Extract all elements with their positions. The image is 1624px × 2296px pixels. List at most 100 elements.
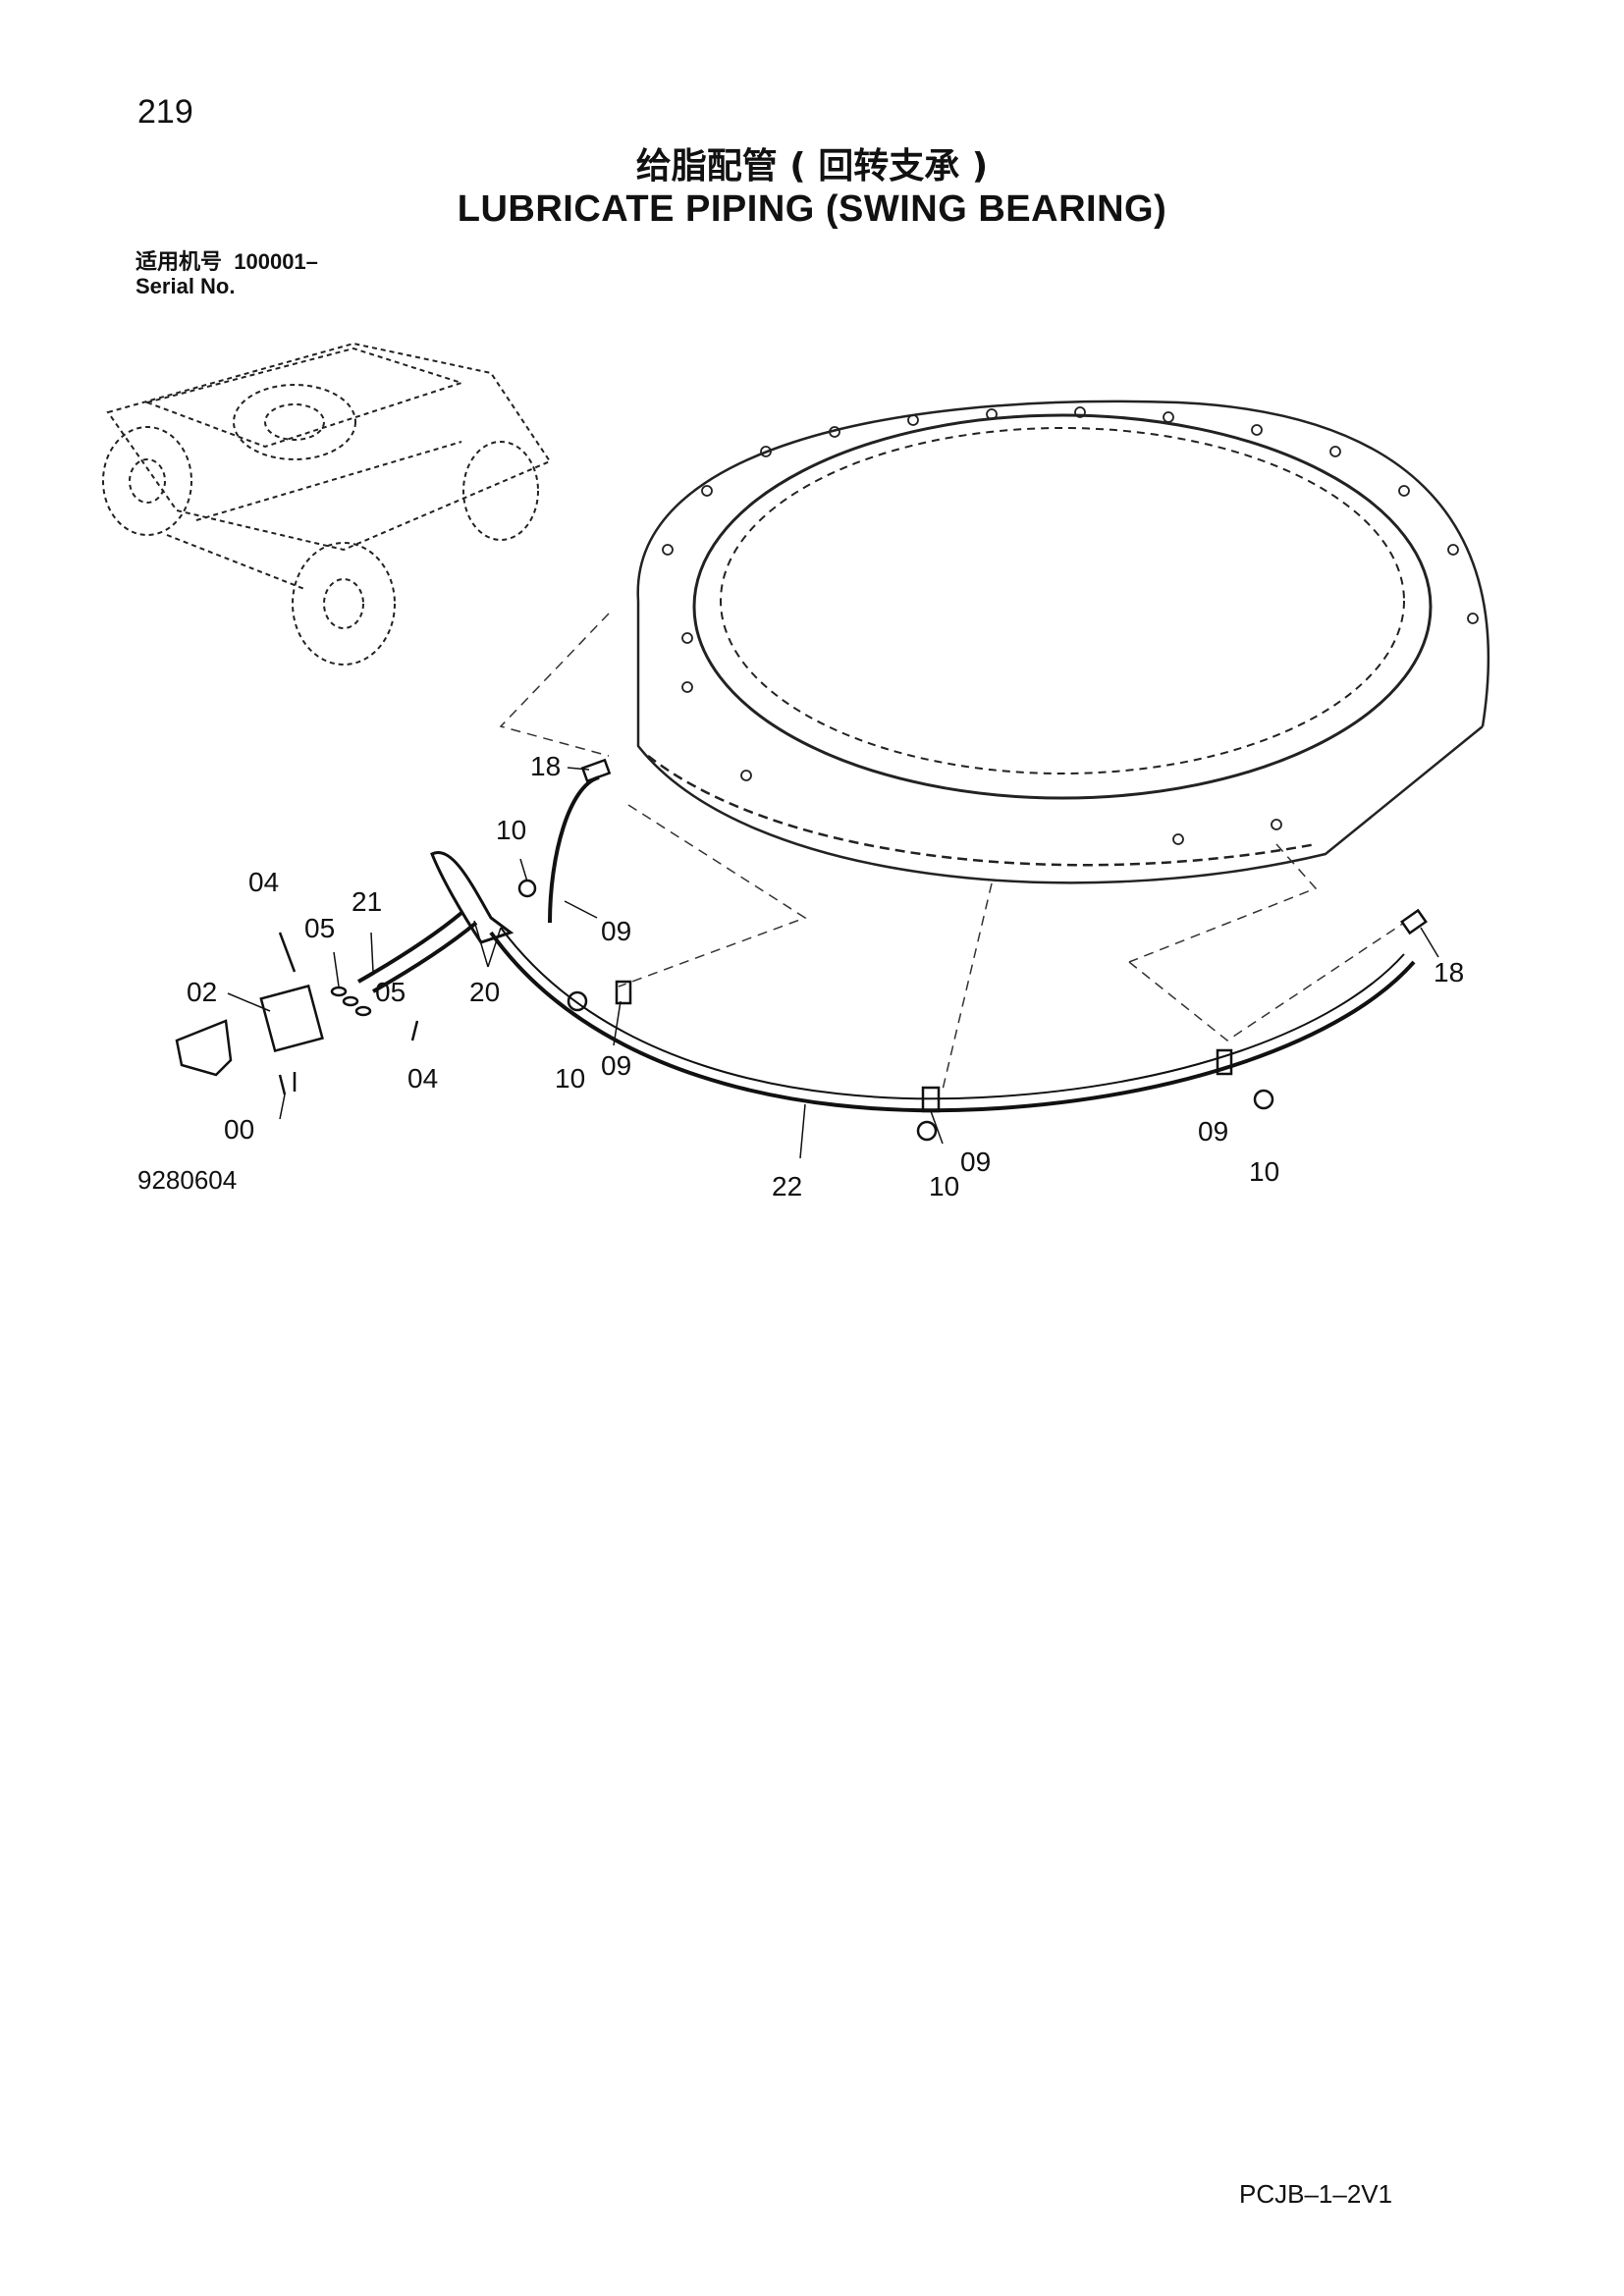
- guide-left-wedge: [499, 613, 610, 757]
- bolt-10-a: [517, 879, 537, 898]
- fittings: [175, 758, 1428, 1142]
- bracket-02: [259, 984, 324, 1053]
- guide-right-wedge: [1128, 843, 1318, 963]
- bolt-hole: [1074, 406, 1086, 418]
- overview-beam: [166, 534, 305, 590]
- guide-center-drop: [942, 882, 993, 1091]
- bolt-hole: [1163, 411, 1174, 423]
- guide-lines: [499, 613, 1405, 1091]
- callout-22: 22: [772, 1171, 802, 1201]
- callout-00: 00: [224, 1114, 254, 1145]
- callout-05-lower: 05: [375, 977, 406, 1007]
- callout-21: 21: [352, 886, 382, 917]
- fitting-18-right: [1400, 908, 1428, 935]
- page-number: 219: [137, 93, 193, 131]
- overview-wheel-front: [292, 542, 396, 666]
- manifold-block: [430, 850, 514, 944]
- serial-label-en: Serial No.: [135, 274, 236, 298]
- bolt-04-a: [278, 932, 297, 973]
- serial-line-cn: 适用机号 100001–: [135, 250, 318, 275]
- callout-05-upper: 05: [304, 913, 335, 943]
- serial-block: 适用机号 100001– Serial No.: [135, 250, 318, 298]
- hose-21-a: [357, 911, 463, 984]
- callout-09-right: 09: [1198, 1116, 1228, 1147]
- callout-04-left: 04: [248, 867, 279, 897]
- overview-deck: [143, 347, 465, 449]
- bolt-hole: [760, 446, 772, 457]
- machine-overview-sketch: [102, 342, 552, 666]
- callout-18-right: 18: [1434, 957, 1464, 988]
- ring-outer-bottom-edge: [636, 601, 1484, 884]
- washer-05-c: [354, 1005, 372, 1017]
- callout-10-upper: 10: [496, 815, 526, 845]
- leader-20b: [487, 927, 502, 968]
- bolt-hole: [1447, 544, 1459, 556]
- bolt-hole: [681, 681, 693, 693]
- leader-02: [227, 992, 271, 1012]
- bolt-hole: [829, 426, 840, 438]
- guide-lower-right: [1128, 922, 1405, 1041]
- overview-wheel-left: [102, 426, 192, 536]
- bolt-04-b: [410, 1020, 419, 1041]
- leader-21: [370, 932, 374, 973]
- bracket-plate-02: [175, 1019, 233, 1077]
- hose-main-22-inner: [500, 927, 1405, 1100]
- overview-swing-ring-inner: [264, 403, 325, 441]
- bolt-10-c: [916, 1120, 938, 1142]
- ring-inner-bore-lip: [720, 427, 1405, 774]
- overview-wheel-front-hub: [323, 578, 364, 629]
- leader-10a: [519, 858, 528, 882]
- bolt-10-b: [567, 990, 588, 1012]
- guide-lower-left: [618, 804, 807, 988]
- document-code: PCJB–1–2V1: [1239, 2179, 1393, 2209]
- overview-axle: [195, 441, 462, 521]
- serial-label-cn: 适用机号: [135, 250, 223, 275]
- callout-10-right: 10: [1249, 1156, 1279, 1187]
- leader-09b: [613, 1000, 622, 1046]
- bolt-hole: [662, 544, 674, 556]
- leader-09c: [930, 1110, 944, 1145]
- callout-04-lower: 04: [407, 1063, 438, 1094]
- bolt-00: [278, 1072, 297, 1095]
- callout-20: 20: [469, 977, 500, 1007]
- leader-20a: [473, 920, 489, 968]
- bolt-hole: [681, 632, 693, 644]
- bolt-hole: [1172, 833, 1184, 845]
- bolt-hole: [1329, 446, 1341, 457]
- leader-09a: [564, 900, 598, 919]
- leader-22: [799, 1103, 806, 1159]
- leader-18a: [567, 767, 590, 771]
- hose-main-22: [489, 931, 1416, 1113]
- bolt-hole: [1398, 485, 1410, 497]
- leader-lines: [227, 767, 1439, 1159]
- bolt-hole: [986, 408, 998, 420]
- washer-05-b: [342, 995, 359, 1007]
- hose-upper: [548, 775, 600, 924]
- title-chinese: 给脂配管 ( 回转支承 ): [635, 146, 989, 187]
- ring-lower-face: [647, 755, 1317, 867]
- callout-09-left: 09: [601, 1050, 631, 1081]
- overview-swing-ring: [233, 384, 356, 460]
- ring-inner-bore: [692, 413, 1433, 800]
- callout-18-upper: 18: [530, 751, 561, 781]
- overview-wheel-right: [462, 441, 539, 541]
- clamp-09-c: [1216, 1048, 1233, 1076]
- callout-02: 02: [187, 977, 217, 1007]
- lube-hoses: [357, 775, 1416, 1113]
- fitting-18-upper: [580, 758, 612, 783]
- serial-value: 100001–: [234, 249, 318, 274]
- callout-09-center: 09: [960, 1147, 991, 1177]
- leader-18b: [1420, 927, 1439, 958]
- callout-09-upper: 09: [601, 916, 631, 946]
- ring-bolt-holes: [662, 406, 1479, 845]
- swing-bearing-ring: [636, 400, 1490, 884]
- callout-10-center: 10: [929, 1171, 959, 1201]
- leader-00: [279, 1094, 286, 1120]
- leader-05a: [333, 951, 340, 988]
- drawing-number: 9280604: [137, 1165, 238, 1195]
- title-english: LUBRICATE PIPING (SWING BEARING): [457, 188, 1167, 230]
- overview-wheel-left-hub: [129, 458, 166, 504]
- bolt-hole: [1271, 819, 1282, 830]
- bolt-hole: [907, 414, 919, 426]
